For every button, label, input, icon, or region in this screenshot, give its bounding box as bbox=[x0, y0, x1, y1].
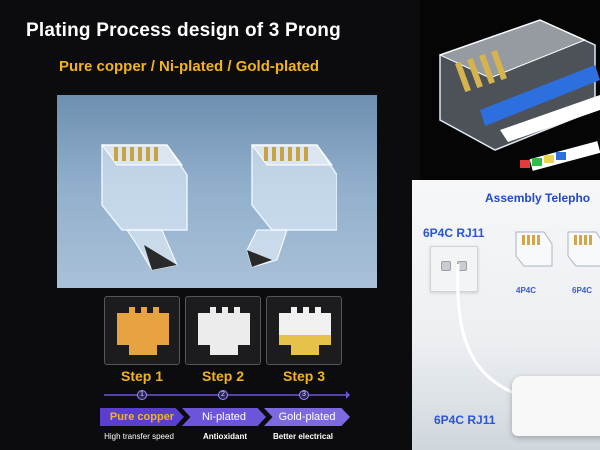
step-number: 2 bbox=[218, 390, 228, 400]
rj-connector-closeup-image bbox=[420, 0, 600, 180]
socket-hole bbox=[441, 261, 451, 271]
connector-caption: 6P4C bbox=[572, 286, 593, 295]
nickel-contact-tile bbox=[185, 296, 261, 365]
step-description: Better electrical bbox=[272, 432, 334, 441]
connector-caption: 4P4C bbox=[516, 286, 537, 295]
material-chevron: Ni-plated bbox=[182, 408, 266, 426]
rj-connector-image bbox=[246, 144, 337, 268]
nickel-contact-icon bbox=[198, 307, 250, 355]
telephone-body bbox=[512, 376, 600, 436]
plating-steps: Step 1 Step 2 Step 3 1 2 3 Pure copper N… bbox=[100, 296, 350, 450]
connector-closeup-photo bbox=[420, 0, 600, 180]
page-subtitle: Pure copper / Ni-plated / Gold-plated bbox=[59, 58, 320, 75]
step-number: 3 bbox=[299, 390, 309, 400]
material-chevron: Pure copper bbox=[100, 408, 184, 426]
copper-contact-icon bbox=[117, 307, 169, 355]
rj-connector-image bbox=[515, 231, 553, 267]
gold-contact-icon bbox=[279, 307, 331, 355]
rj11-label: 6P4C RJ11 bbox=[434, 413, 496, 427]
step-description: Antioxidant bbox=[203, 432, 247, 441]
copper-contact-tile bbox=[104, 296, 180, 365]
rj-connector-image bbox=[101, 144, 188, 271]
assembly-heading: Assembly Telepho bbox=[485, 191, 591, 205]
wall-socket-plate bbox=[430, 246, 478, 292]
step-description: High transfer speed bbox=[104, 432, 174, 441]
material-chevron: Gold-plated bbox=[264, 408, 350, 426]
connector-photo bbox=[57, 95, 377, 288]
step-number: 1 bbox=[137, 390, 147, 400]
step-label: Step 1 bbox=[120, 368, 163, 384]
step-label: Step 3 bbox=[282, 368, 325, 384]
rj11-label: 6P4C RJ11 bbox=[423, 226, 485, 240]
plating-panel: Plating Process design of 3 Prong Pure c… bbox=[26, 20, 377, 450]
assembly-panel: Assembly Telepho 6P4C RJ11 4P4C 6P4C 6P4… bbox=[412, 180, 600, 450]
step-label: Step 2 bbox=[201, 368, 244, 384]
gold-contact-tile bbox=[266, 296, 342, 365]
page-title: Plating Process design of 3 Prong bbox=[26, 20, 341, 41]
rj-connector-image bbox=[567, 231, 600, 267]
